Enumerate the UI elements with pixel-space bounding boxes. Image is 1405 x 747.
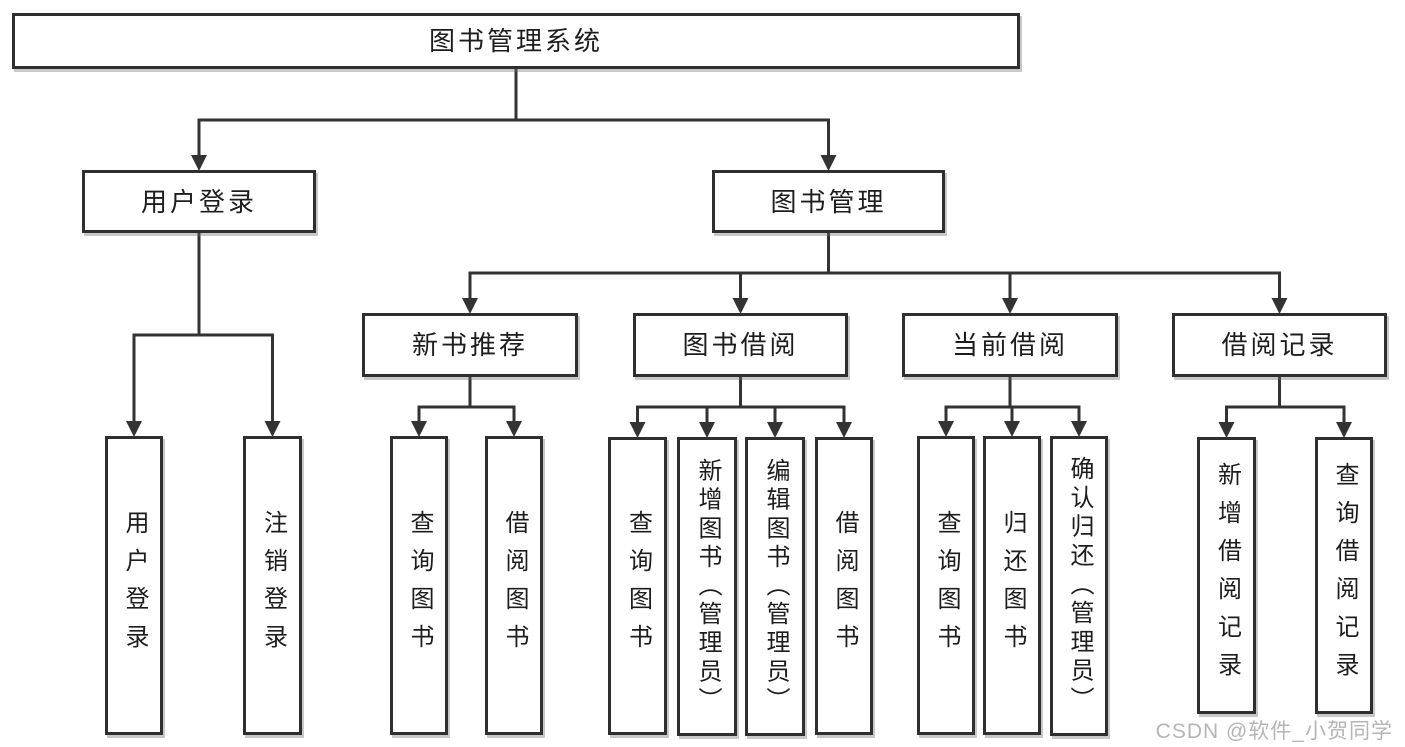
node-cb-query-book: 查询图书 <box>917 436 975 735</box>
arrowhead-icon <box>264 421 281 437</box>
node-root: 图书管理系统 <box>12 13 1020 69</box>
arrowhead-icon <box>820 155 837 171</box>
arrowhead-icon <box>411 421 427 437</box>
arrowhead-icon <box>1004 421 1020 437</box>
arrowhead-icon <box>1002 298 1018 314</box>
edge-group-current-borrow <box>938 375 1087 437</box>
node-nbr-borrow-book: 借阅图书 <box>485 436 543 735</box>
arrowhead-icon <box>938 421 954 437</box>
arrowhead-icon <box>462 298 478 314</box>
edge-group-root <box>191 67 837 171</box>
arrowhead-icon <box>1336 422 1352 438</box>
arrowhead-icon <box>191 155 207 171</box>
node-book-mgmt: 图书管理 <box>712 170 945 233</box>
arrowhead-icon <box>767 422 783 438</box>
node-br-add-record: 新增借阅记录 <box>1197 437 1256 714</box>
edge-group-user-login <box>126 231 281 437</box>
node-user-login: 用户登录 <box>82 170 316 233</box>
node-current-borrow: 当前借阅 <box>902 313 1118 377</box>
arrowhead-icon <box>1271 298 1288 314</box>
node-leaf-logout: 注销登录 <box>243 436 302 735</box>
node-book-borrow: 图书借阅 <box>633 313 848 377</box>
edge-group-book-mgmt <box>462 231 1288 314</box>
node-cb-confirm-return: 确认归还（管理员） <box>1050 436 1108 736</box>
arrowhead-icon <box>732 298 749 314</box>
arrowhead-icon <box>699 422 715 438</box>
node-new-book-rec: 新书推荐 <box>362 313 578 377</box>
edge-group-book-borrow <box>629 375 852 438</box>
node-cb-return-book: 归还图书 <box>983 436 1041 735</box>
node-nbr-query-book: 查询图书 <box>390 436 448 735</box>
arrowhead-icon <box>1218 422 1235 438</box>
edge-group-new-book-rec <box>411 375 522 437</box>
arrowhead-icon <box>629 422 646 438</box>
edge-group-borrow-records <box>1218 375 1352 438</box>
node-br-query-record: 查询借阅记录 <box>1315 437 1373 714</box>
node-bb-add-book: 新增图书（管理员） <box>677 437 737 736</box>
arrowhead-icon <box>126 421 142 437</box>
node-bb-borrow-book: 借阅图书 <box>815 437 873 735</box>
node-borrow-records: 借阅记录 <box>1172 313 1387 377</box>
arrowhead-icon <box>1071 421 1087 437</box>
arrowhead-icon <box>836 422 852 438</box>
arrowhead-icon <box>506 421 522 437</box>
node-bb-query-book: 查询图书 <box>608 437 667 735</box>
node-leaf-user-login: 用户登录 <box>105 436 163 735</box>
node-bb-edit-book: 编辑图书（管理员） <box>745 437 805 736</box>
